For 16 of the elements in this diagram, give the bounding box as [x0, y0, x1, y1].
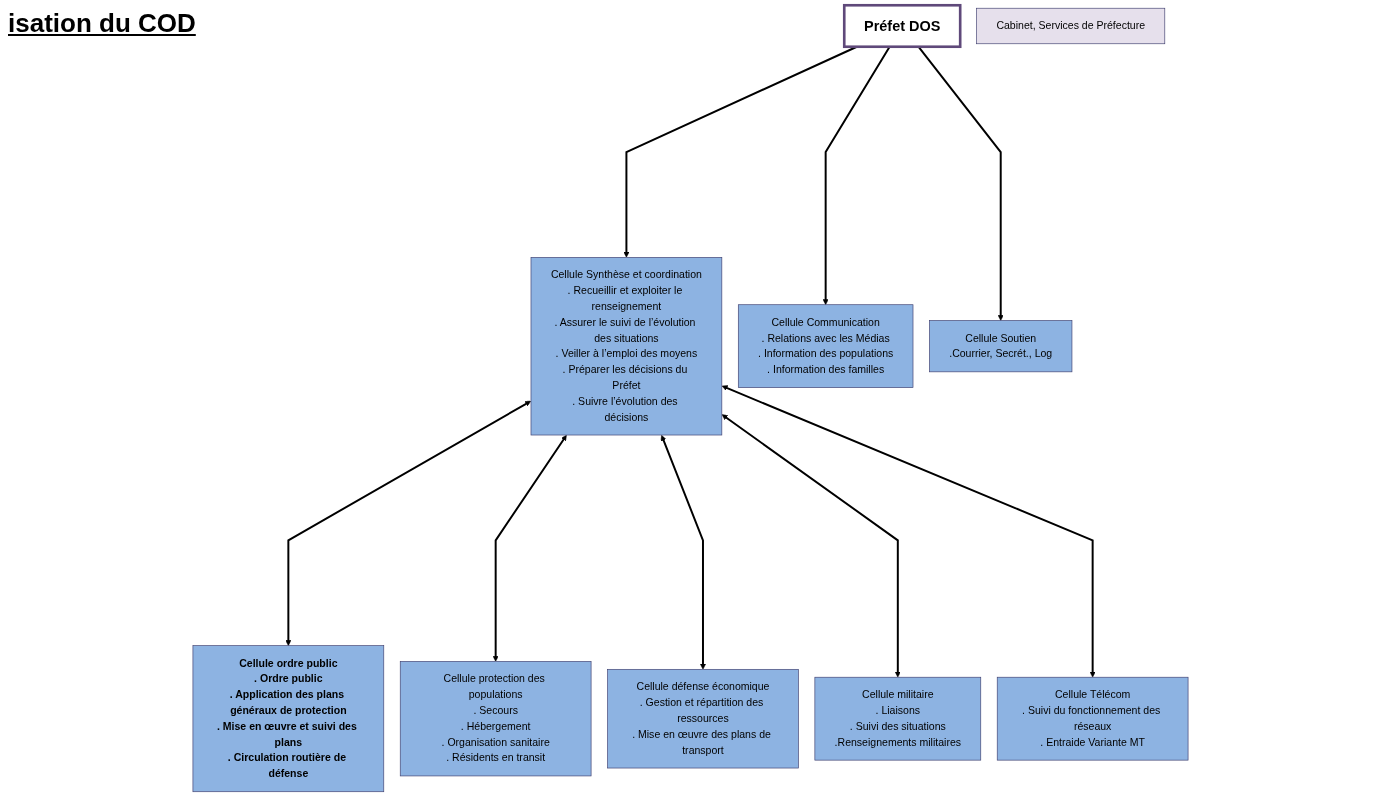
- node-box: Cellule ordre public . Ordre public . Application des plans généraux de protection . Mise en œuvre et suivi des plans . Circulation routière de défense: [192, 645, 385, 793]
- node-box: Cellule protection des populations . Secours . Hébergement . Organisation sanitaire . Résidents en transit: [399, 661, 592, 777]
- node-box: Cellule militaire . Liaisons . Suivi des situations .Renseignements militaires: [814, 676, 982, 761]
- node-box: Cellule Soutien .Courrier, Secrét., Log: [929, 320, 1073, 373]
- arrow: [492, 435, 567, 662]
- arrow: [721, 385, 1096, 678]
- node-box: Cabinet, Services de Préfecture: [976, 7, 1166, 45]
- node-box: Cellule Télécom . Suivi du fonctionnement des réseaux . Entraide Variante MT: [996, 676, 1189, 761]
- node-box: Cellule Communication . Relations avec les Médias . Information des populations . Information des familles: [737, 304, 914, 388]
- arrow: [660, 435, 706, 670]
- arrow: [721, 414, 901, 678]
- node-box: Cellule Synthèse et coordination . Recueillir et exploiter le renseignement . Assurer le suivi de l’évolution des situations . Veiller à l’emploi des moyens . Préparer les décisions du Préfet . Suivre l’évolution des décisions: [530, 257, 723, 436]
- arrow: [285, 400, 531, 646]
- page-title: isation du COD: [8, 8, 196, 39]
- node-box: Préfet DOS: [842, 3, 962, 49]
- node-box: Cellule défense économique . Gestion et répartition des ressources . Mise en œuvre des plans de transport: [607, 669, 799, 769]
